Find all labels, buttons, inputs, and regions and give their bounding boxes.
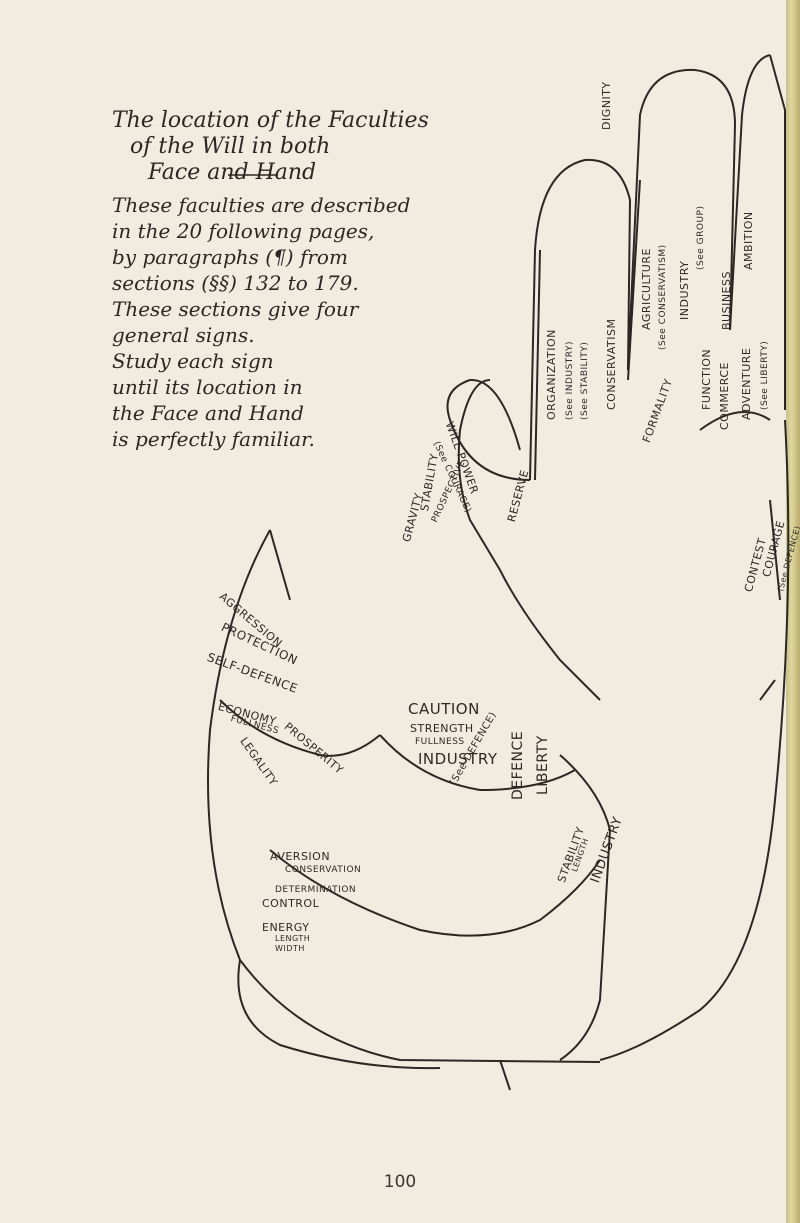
body-line-6: general signs.: [112, 323, 255, 347]
label-dignity: DIGNITY: [600, 81, 613, 130]
label-ambition: AMBITION: [742, 211, 755, 270]
label-conservatism: CONSERVATISM: [605, 318, 618, 410]
label-see-stability: (See STABILITY): [580, 341, 590, 420]
label-function: FUNCTION: [700, 348, 713, 410]
body-line-7: Study each sign: [112, 349, 274, 373]
title-line-3: Face and Hand: [148, 160, 317, 185]
body-line-5: These sections give four: [112, 297, 359, 321]
page-number: 100: [383, 1172, 417, 1192]
label-business: BUSINESS: [720, 271, 733, 330]
body-line-9: the Face and Hand: [112, 401, 304, 425]
label-energy: ENERGY: [262, 921, 310, 934]
label-industry-ring: INDUSTRY: [678, 260, 691, 320]
label-defence: DEFENCE: [510, 730, 526, 800]
label-see-conservatism: (See CONSERVATISM): [658, 244, 668, 350]
body-line-3: by paragraphs (¶) from: [112, 245, 348, 269]
title-line-2: of the Will in both: [130, 134, 331, 159]
label-strength: STRENGTH: [410, 722, 474, 735]
label-length: LENGTH: [275, 934, 311, 943]
label-width: WIDTH: [275, 944, 305, 953]
instruction-text: The location of the Faculties of the Wil…: [112, 108, 442, 452]
label-see-liberty: (See LIBERTY): [760, 340, 770, 410]
label-organization: ORGANIZATION: [545, 329, 558, 420]
label-see-group: (See GROUP): [696, 205, 706, 271]
body-line-10: is perfectly familiar.: [112, 427, 315, 451]
label-determination: DETERMINATION: [275, 885, 357, 895]
title-line-1: The location of the Faculties: [112, 108, 429, 133]
label-adventure: ADVENTURE: [740, 347, 753, 420]
label-industry-palm: INDUSTRY: [418, 750, 498, 768]
body-line-1: These faculties are described: [112, 193, 411, 217]
label-caution: CAUTION: [408, 700, 480, 718]
label-liberty: LIBERTY: [535, 735, 551, 795]
label-aversion: AVERSION: [270, 850, 331, 863]
label-fullness: FULLNESS: [415, 737, 465, 747]
body-line-2: in the 20 following pages,: [112, 219, 375, 243]
page-edge: [786, 0, 800, 1223]
label-agriculture: AGRICULTURE: [640, 248, 653, 330]
label-control: CONTROL: [262, 897, 320, 910]
label-commerce: COMMERCE: [718, 362, 731, 430]
body-line-4: sections (§§) 132 to 179.: [112, 271, 359, 295]
label-see-industry: (See INDUSTRY): [565, 341, 575, 420]
label-conservation: CONSERVATION: [285, 865, 362, 875]
body-line-8: until its location in: [112, 375, 303, 399]
